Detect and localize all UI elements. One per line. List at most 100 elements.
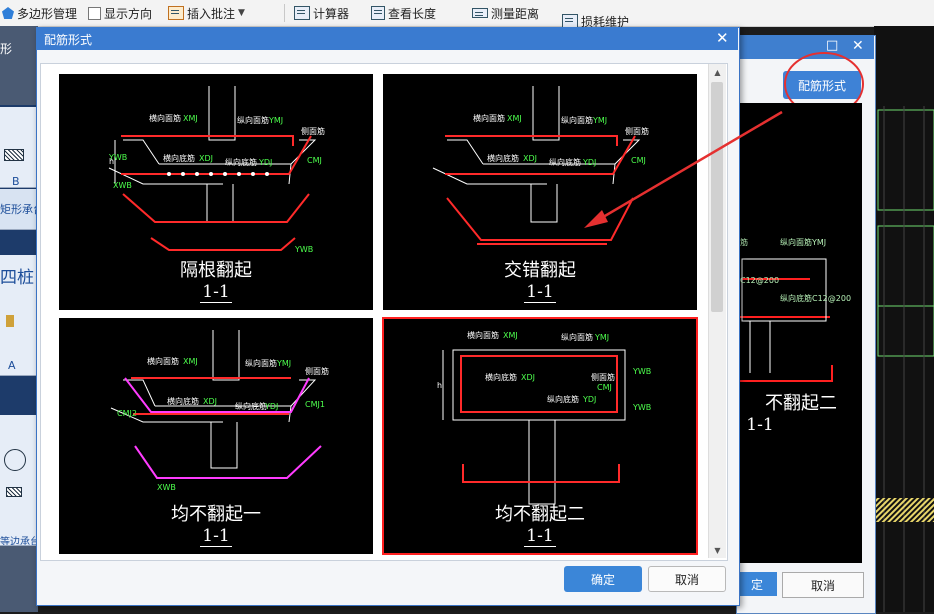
calculator-tool[interactable]: 计算器 — [294, 4, 349, 22]
svg-text:侧面筋: 侧面筋 — [591, 372, 615, 382]
svg-text:XMJ: XMJ — [507, 114, 522, 123]
svg-text:横向面筋: 横向面筋 — [147, 356, 179, 366]
svg-text:侧面筋: 侧面筋 — [301, 126, 325, 136]
svg-text:纵向底筋: 纵向底筋 — [549, 157, 581, 167]
list-item[interactable]: 等边承台 — [0, 415, 38, 546]
gallery-scrollbar[interactable]: ▲ ▼ — [708, 64, 726, 558]
cad-drawing: 横向面筋 XMJ 纵向面筋 YMJ 横向底筋 XDJ 纵向底筋 YDJ CMJ … — [432, 86, 649, 245]
view-length-icon — [371, 6, 385, 20]
svg-text:CMJ1: CMJ1 — [305, 400, 325, 409]
polygon-icon — [2, 7, 14, 19]
insert-annotation-tool[interactable]: 插入批注 ▼ — [168, 4, 245, 22]
dropdown-caret-icon[interactable]: ▼ — [238, 8, 245, 18]
calculator-icon — [294, 6, 310, 20]
svg-text:YWB: YWB — [632, 367, 651, 376]
svg-text:CMJ: CMJ — [597, 383, 612, 392]
svg-text:横向底筋: 横向底筋 — [167, 396, 199, 406]
cad-canvas-right — [874, 26, 934, 612]
scroll-up-icon[interactable]: ▲ — [714, 67, 721, 77]
svg-text:XWB: XWB — [157, 483, 176, 492]
svg-text:纵向底筋: 纵向底筋 — [547, 394, 579, 404]
background-dialog-titlebar — [736, 35, 874, 59]
svg-text:YMJ: YMJ — [276, 359, 291, 368]
background-ok-button[interactable]: 定 — [737, 572, 777, 596]
svg-text:YMJ: YMJ — [592, 116, 607, 125]
svg-text:纵向底筋: 纵向底筋 — [235, 401, 267, 411]
measure-distance-tool[interactable]: 测量距离 — [472, 4, 539, 22]
svg-text:横向底筋: 横向底筋 — [163, 153, 195, 163]
scroll-down-icon[interactable]: ▼ — [714, 545, 721, 555]
svg-text:侧面筋: 侧面筋 — [305, 366, 329, 376]
view-length-tool[interactable]: 查看长度 — [371, 4, 436, 22]
svg-text:纵向底筋C12@200: 纵向底筋C12@200 — [780, 293, 851, 303]
svg-text:CMJ: CMJ — [307, 156, 322, 165]
pile-icon — [6, 315, 14, 327]
background-preview-caption: 不翻起二 — [765, 393, 837, 414]
ok-button[interactable]: 确定 — [564, 566, 642, 592]
svg-text:XDJ: XDJ — [199, 154, 213, 163]
scroll-thumb[interactable] — [711, 82, 723, 312]
svg-text:XWB: XWB — [113, 181, 132, 190]
option-caption: 交错翻起 — [504, 260, 576, 281]
close-icon[interactable]: ✕ — [716, 29, 729, 47]
svg-text:XMJ: XMJ — [503, 331, 518, 340]
close-icon[interactable]: ✕ — [852, 38, 864, 54]
svg-text:h: h — [437, 381, 442, 390]
option-section: 1-1 — [200, 282, 232, 303]
svg-text:XMJ: XMJ — [183, 357, 198, 366]
svg-text:CMJ: CMJ — [631, 156, 646, 165]
reinforcement-option-gallery: 横向面筋 XMJ 纵向面筋 YMJ 横向底筋 XDJ 纵向底筋 YDJ CMJ … — [40, 63, 728, 561]
checkbox-icon — [88, 6, 101, 20]
peijin-form-button[interactable]: 配筋形式 — [783, 71, 861, 99]
cad-drawing: 横向面筋 XMJ 纵向面筋 YMJ 横向底筋 XDJ 纵向底筋 YDJ 侧面筋 … — [437, 330, 651, 505]
list-item[interactable]: B — [0, 107, 38, 188]
svg-text:纵向面筋YMJ: 纵向面筋YMJ — [780, 237, 826, 247]
option-card-alternate-bend[interactable]: 横向面筋 XMJ 纵向面筋 YMJ 横向底筋 XDJ 纵向底筋 YDJ CMJ … — [59, 74, 373, 310]
maximize-icon[interactable]: □ — [826, 38, 839, 53]
list-item[interactable]: 四桩 A — [0, 255, 38, 376]
option-caption: 均不翻起二 — [495, 504, 585, 525]
circle-pile-icon — [4, 449, 26, 471]
svg-text:横向底筋: 横向底筋 — [485, 372, 517, 382]
option-card-no-bend-one[interactable]: 横向面筋 XMJ 纵向面筋 YMJ 横向底筋 XDJ 纵向底筋 YDJ CMJ1… — [59, 318, 373, 554]
hatch-icon — [6, 487, 22, 497]
svg-text:横向面筋: 横向面筋 — [149, 113, 181, 123]
dialog-title: 配筋形式 — [44, 33, 93, 47]
hatch-icon — [4, 149, 24, 161]
loss-maintain-tool[interactable]: 损耗维护 — [562, 12, 629, 30]
option-card-no-bend-two[interactable]: 横向面筋 XMJ 纵向面筋 YMJ 横向底筋 XDJ 纵向底筋 YDJ 侧面筋 … — [382, 317, 698, 555]
svg-text:XDJ: XDJ — [523, 154, 537, 163]
svg-text:纵向面筋: 纵向面筋 — [561, 115, 593, 125]
svg-text:CMJ2: CMJ2 — [117, 409, 137, 418]
svg-text:YWB: YWB — [294, 245, 313, 254]
left-component-list: B 矩形承台 四桩 A 等边承台 — [0, 105, 38, 546]
cad-drawing: 横向面筋 XMJ 纵向面筋 YMJ 横向底筋 XDJ 纵向底筋 YDJ CMJ1… — [110, 330, 329, 492]
cancel-button[interactable]: 取消 — [648, 566, 726, 592]
svg-text:XDJ: XDJ — [521, 373, 535, 382]
svg-text:横向面筋: 横向面筋 — [473, 113, 505, 123]
svg-text:YDJ: YDJ — [258, 158, 272, 167]
background-preview-section: 1-1 — [746, 415, 774, 435]
option-section: 1-1 — [524, 282, 556, 303]
svg-text:纵向面筋: 纵向面筋 — [237, 115, 269, 125]
show-direction-checkbox[interactable]: 显示方向 — [88, 4, 152, 22]
svg-text:YDJ: YDJ — [264, 402, 278, 411]
svg-text:YDJ: YDJ — [582, 158, 596, 167]
option-section: 1-1 — [200, 526, 232, 547]
background-dialog-preview: 筋 纵向面筋YMJ C12@200 纵向底筋C12@200 不翻起二 1-1 — [740, 103, 862, 563]
option-caption: 隔根翻起 — [180, 260, 252, 281]
svg-text:h: h — [109, 157, 114, 166]
svg-text:纵向面筋: 纵向面筋 — [245, 358, 277, 368]
annotation-icon — [168, 6, 184, 20]
svg-text:YDJ: YDJ — [582, 395, 596, 404]
svg-text:筋: 筋 — [740, 237, 748, 247]
svg-text:YWB: YWB — [632, 403, 651, 412]
top-toolbar: 多边形管理 显示方向 插入批注 ▼ 计算器 查看长度 测量距离 损耗维护 — [0, 0, 934, 30]
svg-text:横向底筋: 横向底筋 — [487, 153, 519, 163]
list-item[interactable]: 矩形承台 — [0, 189, 38, 230]
polygon-manage-tool[interactable]: 多边形管理 — [2, 4, 77, 22]
svg-text:XDJ: XDJ — [203, 397, 217, 406]
cad-drawing: 横向面筋 XMJ 纵向面筋 YMJ 横向底筋 XDJ 纵向底筋 YDJ CMJ … — [108, 86, 325, 254]
svg-text:纵向面筋: 纵向面筋 — [561, 332, 593, 342]
background-cancel-button[interactable]: 取消 — [782, 572, 864, 598]
